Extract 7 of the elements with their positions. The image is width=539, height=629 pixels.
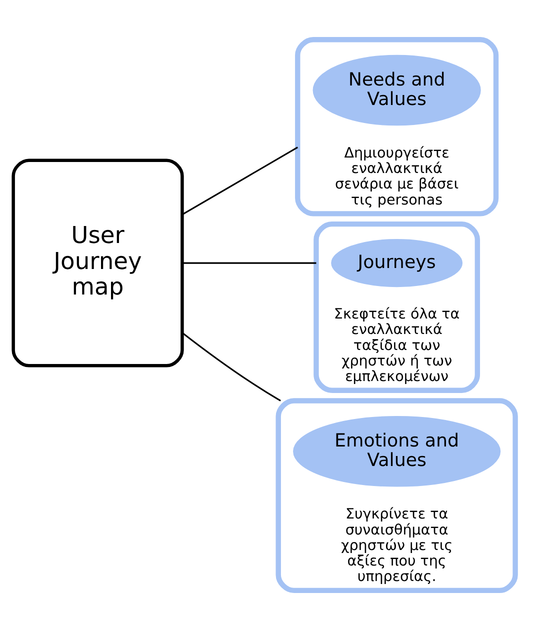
connector (182, 146, 298, 215)
node-box: User Journey map (12, 158, 184, 367)
node-ellipse: Emotions and Values (293, 416, 501, 486)
connector (182, 332, 281, 401)
connector (182, 262, 316, 264)
node-ellipse: Needs and Values (312, 54, 481, 126)
node-ellipse: Journeys (331, 238, 463, 287)
